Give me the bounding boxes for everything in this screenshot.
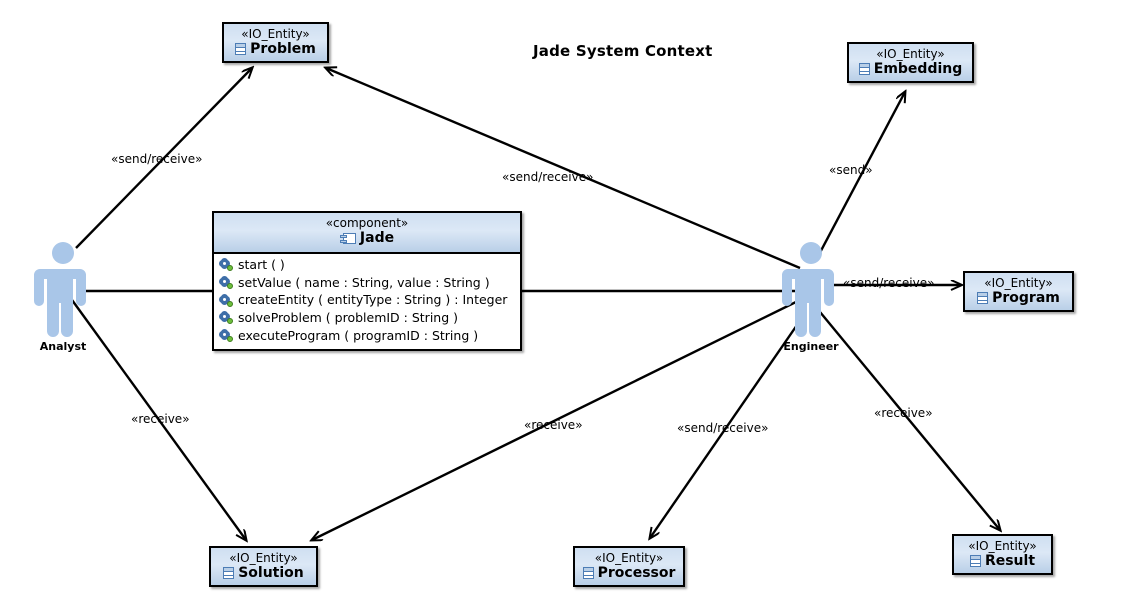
diagram-title: Jade System Context [533, 42, 713, 60]
operation-row[interactable]: start ( ) [220, 257, 514, 275]
actor-person-icon [34, 242, 86, 337]
edge-label-engineer-result: «receive» [874, 406, 933, 420]
entity-name: Solution [238, 564, 304, 581]
operation-signature: start ( ) [238, 257, 285, 273]
edge-label-engineer-problem: «send/receive» [502, 170, 594, 184]
operation-signature: createEntity ( entityType : String ) : I… [238, 292, 508, 308]
operation-icon [220, 312, 233, 325]
operation-row[interactable]: createEntity ( entityType : String ) : I… [220, 292, 514, 310]
actor-label: Engineer [783, 340, 839, 353]
entity-stereotype: «IO_Entity» [594, 551, 664, 565]
edge-label-engineer-processor: «send/receive» [677, 421, 769, 435]
edge-analyst-problem [75, 68, 252, 249]
edge-engineer-processor [650, 311, 807, 538]
actor-person-icon [782, 242, 834, 337]
entity-stereotype: «IO_Entity» [968, 539, 1037, 553]
edge-analyst-solution [71, 299, 246, 540]
operation-row[interactable]: solveProblem ( problemID : String ) [220, 309, 514, 327]
operation-signature: solveProblem ( problemID : String ) [238, 309, 458, 325]
io-entity-icon [969, 554, 981, 567]
io-entity-icon [977, 291, 989, 304]
edge-engineer-problem [326, 68, 801, 270]
entity-stereotype: «IO_Entity» [241, 27, 310, 41]
operation-row[interactable]: setValue ( name : String, value : String… [220, 274, 514, 292]
entity-name: Processor [597, 564, 676, 581]
edge-label-analyst-solution: «receive» [131, 412, 190, 426]
entity-node-embedding[interactable]: «IO_Entity» Embedding [847, 42, 974, 84]
edge-engineer-solution [312, 298, 801, 540]
edge-engineer-embedding [813, 92, 905, 263]
io-entity-icon [858, 62, 870, 75]
component-stereotype: «component» [325, 216, 409, 230]
operation-icon [220, 259, 233, 272]
actor-analyst[interactable]: Analyst [32, 240, 94, 353]
edge-label-analyst-problem: «send/receive» [111, 152, 203, 166]
entity-node-processor[interactable]: «IO_Entity» Processor [573, 546, 685, 588]
operation-icon [220, 294, 233, 307]
edge-label-engineer-solution: «receive» [524, 418, 583, 432]
component-name: Jade [359, 230, 395, 247]
io-entity-icon [223, 566, 235, 579]
entity-node-solution[interactable]: «IO_Entity» Solution [209, 546, 318, 588]
operation-icon [220, 277, 233, 290]
actor-engineer[interactable]: Engineer [780, 240, 842, 353]
component-icon [339, 233, 356, 245]
entity-node-result[interactable]: «IO_Entity» Result [952, 534, 1053, 576]
entity-name: Problem [250, 40, 316, 57]
component-header: «component» Jade [214, 213, 520, 254]
component-operations-list: start ( ) setValue ( name : String, valu… [214, 253, 520, 349]
io-entity-icon [235, 42, 247, 55]
component-node-jade[interactable]: «component» Jade start ( ) setValue ( na… [212, 211, 522, 351]
edge-label-engineer-embedding: «send» [829, 163, 873, 177]
entity-node-program[interactable]: «IO_Entity» Program [963, 271, 1074, 313]
edge-engineer-result [819, 311, 1000, 530]
entity-stereotype: «IO_Entity» [876, 47, 945, 61]
entity-stereotype: «IO_Entity» [984, 276, 1053, 290]
io-entity-icon [582, 566, 594, 579]
entity-name: Result [984, 552, 1036, 569]
entity-name: Embedding [873, 60, 963, 77]
edge-label-engineer-program: «send/receive» [843, 276, 935, 290]
operation-signature: setValue ( name : String, value : String… [238, 274, 490, 290]
entity-name: Program [992, 289, 1060, 306]
operation-row[interactable]: executeProgram ( programID : String ) [220, 327, 514, 345]
operation-icon [220, 329, 233, 342]
entity-stereotype: «IO_Entity» [229, 551, 298, 565]
operation-signature: executeProgram ( programID : String ) [238, 327, 479, 343]
actor-label: Analyst [39, 340, 87, 353]
entity-node-problem[interactable]: «IO_Entity» Problem [222, 22, 329, 64]
